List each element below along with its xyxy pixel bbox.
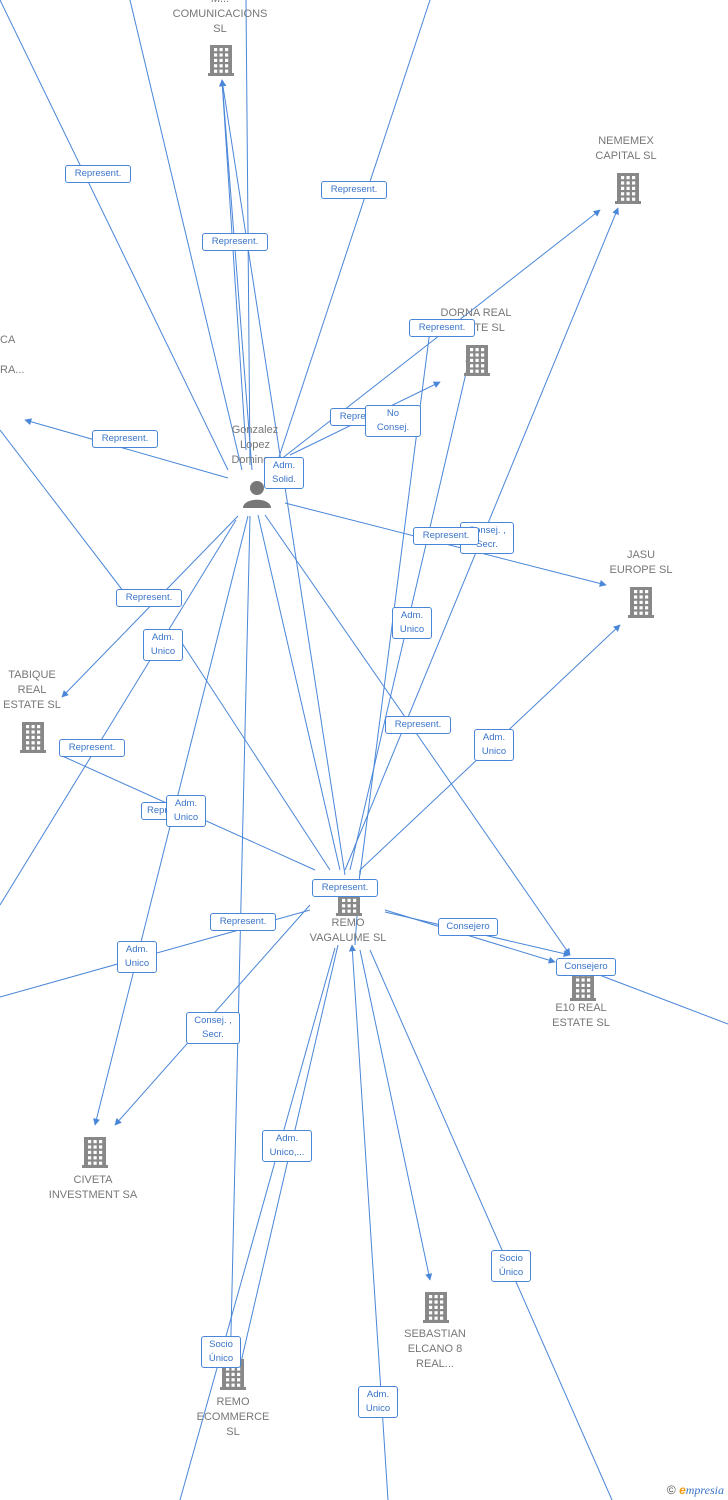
edge-label[interactable]: Consejero	[556, 958, 616, 976]
edge-label[interactable]: Adm. Unico	[474, 729, 514, 761]
edge-label[interactable]: Adm. Unico	[166, 795, 206, 827]
building-icon[interactable]	[568, 968, 598, 1007]
edge-label[interactable]: Represent.	[65, 165, 131, 183]
node-e10-label[interactable]: E10 REAL ESTATE SL	[552, 1002, 610, 1029]
building-icon[interactable]	[18, 720, 48, 759]
brand-logo-text: mpresia	[685, 1483, 724, 1497]
relation-line	[179, 639, 331, 871]
edge-label[interactable]: Consej. , Secr.	[186, 1012, 240, 1044]
edge-label[interactable]: Socio Único	[491, 1250, 531, 1282]
brand-logo-e: e	[679, 1483, 686, 1497]
node-jasu-label[interactable]: JASU EUROPE SL	[609, 549, 673, 576]
edge-label[interactable]: Represent.	[385, 716, 451, 734]
edge-label[interactable]: Represent.	[413, 527, 479, 545]
relation-line	[218, 79, 247, 451]
building-icon[interactable]	[462, 343, 492, 382]
edge-label[interactable]: Adm. Solid.	[264, 457, 304, 489]
relation-line	[0, 519, 237, 906]
edge-label[interactable]: Consejero	[438, 918, 498, 936]
edge-label[interactable]: Represent.	[116, 589, 182, 607]
building-icon[interactable]	[421, 1290, 451, 1329]
relation-line	[359, 949, 433, 1281]
relation-line	[245, 0, 251, 466]
node-left-partial-label[interactable]: CA RA...	[0, 334, 25, 376]
building-icon[interactable]	[206, 43, 236, 82]
edge-label[interactable]: Represent.	[321, 181, 387, 199]
node-civeta-label[interactable]: CIVETA INVESTMENT SA	[48, 1174, 138, 1201]
relation-line	[257, 514, 341, 871]
node-remo-ecommerce-label[interactable]: REMO ECOMMERCE SL	[196, 1396, 270, 1438]
building-icon[interactable]	[613, 171, 643, 210]
edge-label[interactable]: Represent.	[92, 430, 158, 448]
person-icon[interactable]	[241, 478, 273, 515]
relation-line	[24, 418, 229, 479]
node-sebastian-label[interactable]: SEBASTIAN ELCANO 8 REAL...	[404, 1328, 466, 1370]
edge-label[interactable]: No Consej.	[365, 405, 421, 437]
edge-label[interactable]: Adm. Unico	[358, 1386, 398, 1418]
node-remo-vagalume-label[interactable]: REMO VAGALUME SL	[309, 917, 387, 944]
edge-label[interactable]: Represent.	[312, 879, 378, 897]
relation-line	[277, 0, 431, 461]
relation-line	[369, 949, 613, 1500]
copyright-icon: ©	[666, 1483, 676, 1497]
building-icon[interactable]	[626, 585, 656, 624]
edge-label[interactable]: Adm. Unico	[143, 629, 183, 661]
node-nememex-label[interactable]: NEMEMEX CAPITAL SL	[595, 135, 657, 162]
edge-label[interactable]: Adm. Unico	[117, 941, 157, 973]
edge-label[interactable]: Represent.	[59, 739, 125, 757]
edge-label[interactable]: Represent.	[202, 233, 268, 251]
node-tabique-label[interactable]: TABIQUE REAL ESTATE SL	[3, 669, 61, 711]
relation-line	[221, 79, 253, 471]
relation-line	[229, 515, 251, 1376]
relation-line	[179, 947, 336, 1500]
brand-footer[interactable]: © empresia	[667, 1483, 724, 1498]
relation-line	[264, 514, 571, 956]
edge-label[interactable]: Adm. Unico,...	[262, 1130, 312, 1162]
relation-line	[0, 0, 229, 471]
relation-line	[0, 429, 131, 601]
edge-label[interactable]: Adm. Unico	[392, 607, 432, 639]
edge-label[interactable]: Socio Único	[201, 1336, 241, 1368]
edge-label[interactable]: Represent.	[409, 319, 475, 337]
relation-line	[129, 0, 243, 471]
node-comunicacions-label[interactable]: M... COMUNICACIONS SL	[172, 0, 268, 35]
building-icon[interactable]	[80, 1135, 110, 1174]
edge-label[interactable]: Represent.	[210, 913, 276, 931]
